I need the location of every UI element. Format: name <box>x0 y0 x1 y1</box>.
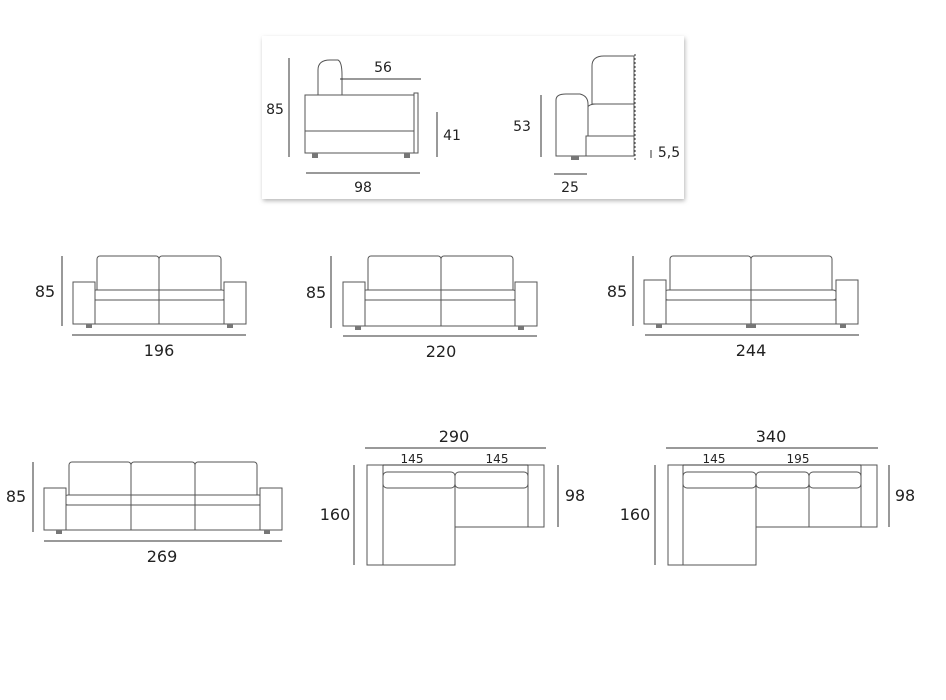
arm-height-label: 53 <box>513 119 531 135</box>
sofa-220-width-label: 220 <box>426 342 457 361</box>
chaise-340-depth-label: 160 <box>620 505 651 524</box>
chaise-plan-290: 290 145 145 160 98 <box>320 427 585 566</box>
chaise-340-total-label: 340 <box>756 427 787 446</box>
chaise-340-left-label: 145 <box>703 452 726 466</box>
chaise-290-left-label: 145 <box>401 452 424 466</box>
sofa-front-269: 85 269 <box>6 461 283 566</box>
chaise-290-right-label: 145 <box>486 452 509 466</box>
chaise-290-total-label: 290 <box>439 427 470 446</box>
chaise-290-side-label: 98 <box>565 486 585 505</box>
sofa-269-height-label: 85 <box>6 487 26 506</box>
sofa-244-height-label: 85 <box>607 282 627 301</box>
chaise-plan-340: 340 145 195 160 98 <box>620 427 915 566</box>
chaise-340-right-label: 195 <box>787 452 810 466</box>
sofa-196-height-label: 85 <box>35 282 55 301</box>
sofa-244-width-label: 244 <box>736 341 767 360</box>
sofa-front-196: 85 196 <box>35 255 247 360</box>
sofa-269-width-label: 269 <box>147 547 178 566</box>
chaise-340-side-label: 98 <box>895 486 915 505</box>
foot-height-label: 5,5 <box>658 145 680 161</box>
seat-depth-label: 56 <box>374 60 392 76</box>
sofa-front-220: 85 220 <box>306 255 538 361</box>
seat-height-label: 41 <box>443 128 461 144</box>
chaise-290-depth-label: 160 <box>320 505 351 524</box>
detail-panel: 85 56 41 98 53 25 5,5 <box>262 36 684 199</box>
sofa-front-244: 85 244 <box>607 255 859 360</box>
side-height-label: 85 <box>266 102 284 118</box>
side-depth-label: 98 <box>354 180 372 196</box>
side-view-drawing <box>304 59 419 158</box>
arm-view-drawing <box>555 54 636 160</box>
sofa-196-width-label: 196 <box>144 341 175 360</box>
arm-width-label: 25 <box>561 180 579 196</box>
sofa-220-height-label: 85 <box>306 283 326 302</box>
